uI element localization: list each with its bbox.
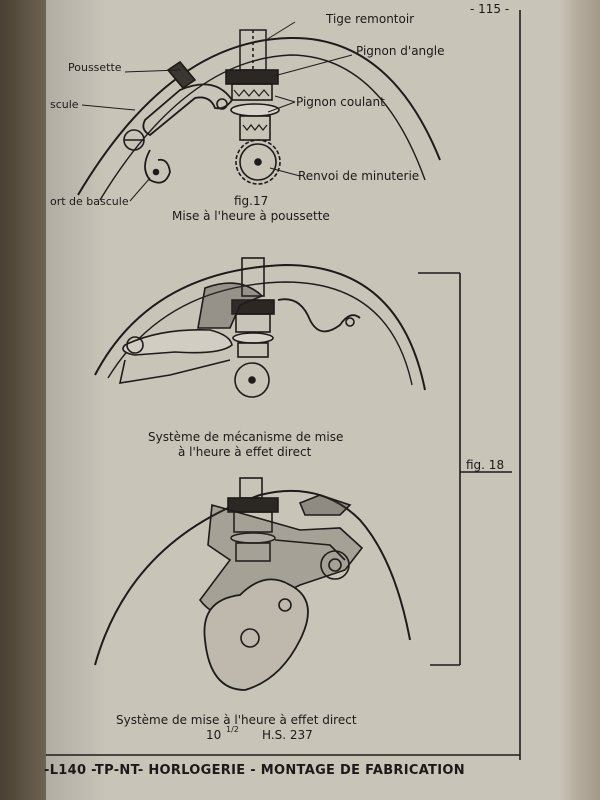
fig18-caption-bottom-size: 10: [206, 728, 222, 742]
label-poussette: Poussette: [68, 61, 122, 74]
book-binding-shadow: [0, 0, 46, 800]
label-ressort-bascule: ort de bascule: [50, 195, 129, 208]
label-bascule: scule: [50, 98, 79, 111]
label-tige-remontoir: Tige remontoir: [326, 12, 415, 26]
page-edge: [560, 0, 600, 800]
fig17-drawing: [77, 21, 441, 202]
fig17-number: fig.17: [234, 194, 269, 208]
fig18-caption-bottom-line1: Système de mise à l'heure à effet direct: [116, 713, 357, 727]
label-renvoi-minuterie: Renvoi de minuterie: [298, 169, 420, 183]
paper-sheet: [46, 0, 600, 800]
fig18-caption-top-line2: à l'heure à effet direct: [178, 445, 312, 459]
fig18-top-drawing: [94, 257, 426, 398]
fig18-caption-top-line1: Système de mécanisme de mise: [148, 430, 344, 444]
fig17-caption: Mise à l'heure à poussette: [172, 209, 330, 223]
fig18-bottom-drawing: [94, 477, 411, 691]
fig18-number: fig. 18: [466, 458, 505, 472]
page-number: - 115 -: [470, 2, 510, 16]
label-pignon-coulant: Pignon coulant: [296, 95, 385, 109]
fig18-caption-bottom-fraction: 1/2: [226, 725, 239, 734]
fig18-caption-bottom-ref: H.S. 237: [262, 728, 313, 742]
page-footer: -L140 -TP-NT- HORLOGERIE - MONTAGE DE FA…: [44, 763, 465, 778]
label-pignon-angle: Pignon d'angle: [356, 44, 445, 58]
gutter-shade: [46, 0, 106, 800]
fig18-bracket: [418, 272, 512, 666]
